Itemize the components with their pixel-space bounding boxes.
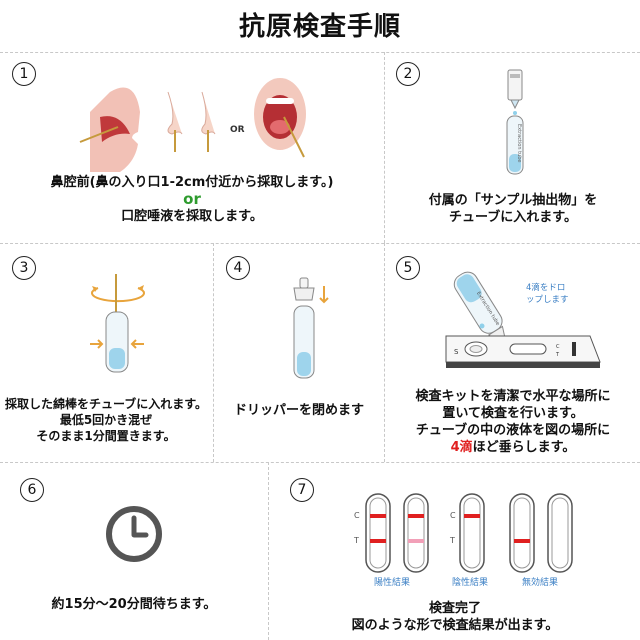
divider xyxy=(384,52,385,243)
step-2-line-1: 付属の「サンプル抽出物」を xyxy=(428,193,598,208)
divider xyxy=(268,462,269,640)
test-line-label: T xyxy=(353,536,359,545)
control-line-label: C xyxy=(354,511,360,520)
divider xyxy=(213,243,214,462)
divider xyxy=(0,462,640,463)
step-5-illustration: Extraction tube 4滴をドロ ップします S C T xyxy=(445,271,601,368)
step-5-line-2: 置いて検査を行います。 xyxy=(442,406,584,421)
or-label: OR xyxy=(230,125,245,135)
step-3-text: 採取した綿棒をチューブに入れます。 最低5回かき混ぜ そのまま1分間置きます。 xyxy=(2,396,210,444)
step-6-text: 約15分～20分間待ちます。 xyxy=(6,596,262,613)
step-3-illustration xyxy=(90,274,145,373)
positive-result-label: 陽性結果 xyxy=(374,576,410,588)
step-1-line-1: 鼻腔前(鼻の入り口1-2cm付近から採取します。) xyxy=(50,175,334,190)
step-1-or: or xyxy=(183,190,201,208)
squeeze-arrow-icon xyxy=(90,339,104,349)
step-2-text: 付属の「サンプル抽出物」を チューブに入れます。 xyxy=(390,192,636,226)
divider xyxy=(384,243,385,462)
step-5-callout-2: ップします xyxy=(526,295,569,305)
step-6-number: 6 xyxy=(20,478,44,502)
step-3-line-3: そのまま1分間置きます。 xyxy=(36,429,176,443)
drop-icon xyxy=(479,323,485,329)
step-1-line-3: 口腔唾液を採取します。 xyxy=(121,209,263,224)
step-7-line-2: 図のような形で検査結果が出ます。 xyxy=(351,618,559,633)
rotate-arrow-icon xyxy=(91,287,145,303)
step-7-line-1: 検査完了 xyxy=(428,601,481,616)
step-4-number: 4 xyxy=(226,256,250,280)
svg-text:Extraction tube: Extraction tube xyxy=(516,124,522,163)
nose-closeup-icon xyxy=(167,91,183,135)
step-3-number: 3 xyxy=(12,256,36,280)
squeeze-arrow-icon xyxy=(130,339,144,349)
step-5-line-4-rest: ほど垂らします。 xyxy=(472,440,576,455)
invalid-result-label: 無効結果 xyxy=(522,576,558,588)
svg-text:T: T xyxy=(555,352,560,358)
step-4-illustration xyxy=(293,277,329,379)
dropper-cap-icon xyxy=(299,277,309,289)
step-4-line-1: ドリッパーを閉めます xyxy=(233,403,364,418)
step-5-line-4: 4滴ほど垂らします。 xyxy=(388,439,638,456)
step-3-line-2: 最低5回かき混ぜ xyxy=(59,413,153,427)
clock-icon xyxy=(106,506,162,562)
step-2-line-2: チューブに入れます。 xyxy=(449,210,577,225)
control-line-label: C xyxy=(450,511,456,520)
swab-icon xyxy=(283,116,305,158)
step-7-number: 7 xyxy=(290,478,314,502)
step-5-number: 5 xyxy=(396,256,420,280)
step-2-illustration: Extraction tube xyxy=(506,69,524,175)
step-5-line-1: 検査キットを清潔で水平な場所に xyxy=(415,389,611,404)
step-7-text: 検査完了 図のような形で検査結果が出ます。 xyxy=(272,600,638,634)
step-6-line-1: 約15分～20分間待ちます。 xyxy=(51,597,217,612)
down-arrow-icon xyxy=(319,286,329,304)
svg-text:C: C xyxy=(556,344,560,350)
svg-text:S: S xyxy=(454,348,459,356)
step-1-number: 1 xyxy=(12,62,36,86)
step-5-text: 検査キットを清潔で水平な場所に 置いて検査を行います。 チューブの中の液体を図の… xyxy=(388,388,638,456)
negative-result-label: 陰性結果 xyxy=(452,576,488,588)
test-line-label: T xyxy=(449,536,455,545)
drop-count: 4滴 xyxy=(450,440,473,455)
step-1-text: 鼻腔前(鼻の入り口1-2cm付近から採取します。) or 口腔唾液を採取します。 xyxy=(10,174,374,225)
step-4-text: ドリッパーを閉めます xyxy=(216,402,382,419)
result-window-icon xyxy=(509,343,547,355)
step-5-line-3: チューブの中の液体を図の場所に xyxy=(415,423,611,438)
swab-icon xyxy=(79,126,119,143)
step-5-callout-1: 4滴をドロ xyxy=(526,282,565,293)
test-results-illustration: C T C T 陽性結果 陰性結果 無効結果 xyxy=(353,493,573,588)
page-title: 抗原検査手順 xyxy=(238,12,401,42)
divider xyxy=(0,52,640,53)
step-3-line-1: 採取した綿棒をチューブに入れます。 xyxy=(4,397,208,411)
step-2-number: 2 xyxy=(396,62,420,86)
step-1-illustration: OR xyxy=(79,78,306,172)
divider xyxy=(0,243,640,244)
nose-closeup-icon xyxy=(201,91,216,135)
